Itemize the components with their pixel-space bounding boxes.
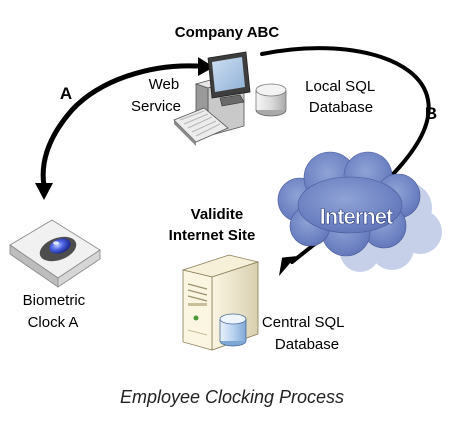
central-db-label: Central SQL Database (262, 314, 348, 353)
internet-cloud-icon: Internet (277, 151, 442, 272)
arrow-b-label: B (425, 104, 437, 123)
central-database-icon (219, 313, 247, 347)
internet-site-label: Validite Internet Site (169, 206, 256, 244)
arrow-a: A (35, 57, 214, 200)
web-service-label: Web Service (131, 76, 183, 115)
biometric-clock-icon (9, 219, 101, 288)
cloud-label: Internet (320, 204, 394, 229)
arrow-a-label: A (60, 84, 72, 103)
local-database-icon (255, 83, 287, 117)
diagram-caption: Employee Clocking Process (120, 387, 344, 407)
computer-icon (173, 51, 251, 146)
clock-label: Biometric Clock A (23, 292, 90, 331)
company-header: Company ABC (175, 24, 280, 41)
local-db-label: Local SQL Database (305, 78, 379, 116)
